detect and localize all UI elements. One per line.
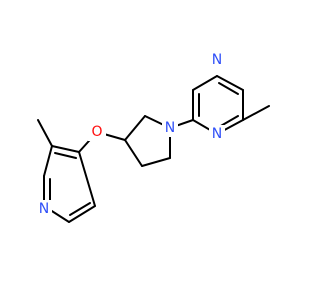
bond-pz6 (216, 75, 244, 91)
atom-n-pyrazine-top: N (209, 51, 225, 69)
atom-n-pyrrolidine: N (162, 119, 178, 137)
atom-label-n-pyrazine-top: N (212, 52, 222, 68)
bond-py2 (43, 145, 53, 177)
atom-label-n-pyrrolidine: N (165, 120, 175, 136)
atom-label-o-ether: O (91, 124, 102, 140)
atom-n-pyrazine-bottom: N (209, 125, 225, 143)
bond-pz-methyl (242, 105, 270, 121)
bond-py5 (68, 205, 96, 223)
molecule-diagram: N N N O N (36, 51, 270, 223)
bond-py1 (51, 145, 80, 153)
bond-py1-inner (54, 152, 77, 159)
bond-py5-inner (69, 202, 91, 216)
bond-pr2 (124, 115, 146, 141)
atom-n-pyridine: N (36, 200, 52, 218)
bond-pz1 (192, 75, 218, 91)
bond-py-methyl (37, 119, 53, 147)
atom-label-n-pyridine: N (39, 201, 49, 217)
bond-pr4 (141, 157, 171, 167)
bond-py6 (78, 151, 96, 207)
atom-label-n-pyrazine-bottom: N (212, 126, 222, 142)
bond-layer (37, 75, 270, 223)
atom-label-layer: N N N O N (36, 51, 225, 218)
atom-o-ether: O (88, 123, 106, 141)
bond-pr3 (124, 139, 143, 167)
bond-pz6-inner (218, 82, 239, 95)
